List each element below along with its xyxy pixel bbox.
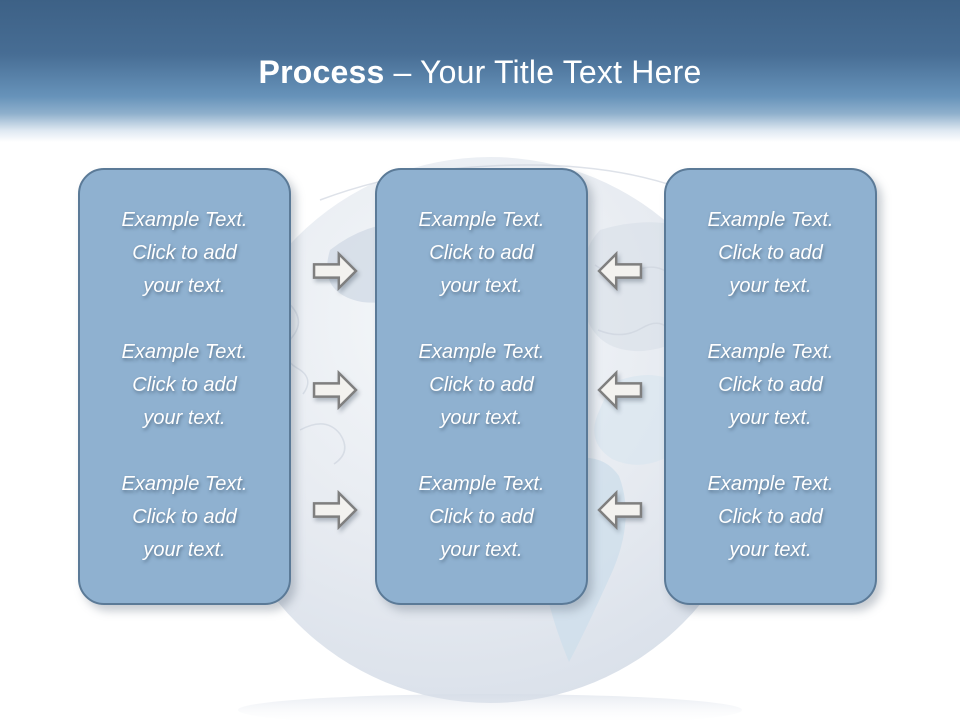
- process-column-left[interactable]: Example Text. Click to add your text. Ex…: [78, 168, 291, 605]
- text-placeholder[interactable]: Example Text. Click to add your text.: [707, 341, 834, 429]
- arrow-left-icon: [597, 490, 643, 530]
- title-band: [0, 0, 960, 142]
- text-placeholder[interactable]: Example Text. Click to add your text.: [707, 473, 834, 561]
- text-placeholder[interactable]: Example Text. Click to add your text.: [121, 341, 248, 429]
- process-column-right[interactable]: Example Text. Click to add your text. Ex…: [664, 168, 877, 605]
- text-placeholder[interactable]: Example Text. Click to add your text.: [121, 209, 248, 297]
- globe-reflection: [238, 694, 742, 720]
- slide-title[interactable]: Process– Your Title Text Here: [0, 54, 960, 91]
- arrow-right-icon: [312, 490, 358, 530]
- text-placeholder[interactable]: Example Text. Click to add your text.: [707, 209, 834, 297]
- text-placeholder[interactable]: Example Text. Click to add your text.: [418, 209, 545, 297]
- process-column-center[interactable]: Example Text. Click to add your text. Ex…: [375, 168, 588, 605]
- text-placeholder[interactable]: Example Text. Click to add your text.: [121, 473, 248, 561]
- slide-title-keyword: Process: [258, 54, 385, 90]
- text-placeholder[interactable]: Example Text. Click to add your text.: [418, 473, 545, 561]
- text-placeholder[interactable]: Example Text. Click to add your text.: [418, 341, 545, 429]
- arrow-left-icon: [597, 251, 643, 291]
- arrow-right-icon: [312, 370, 358, 410]
- arrow-right-icon: [312, 251, 358, 291]
- slide-title-text: – Your Title Text Here: [393, 54, 702, 90]
- arrow-left-icon: [597, 370, 643, 410]
